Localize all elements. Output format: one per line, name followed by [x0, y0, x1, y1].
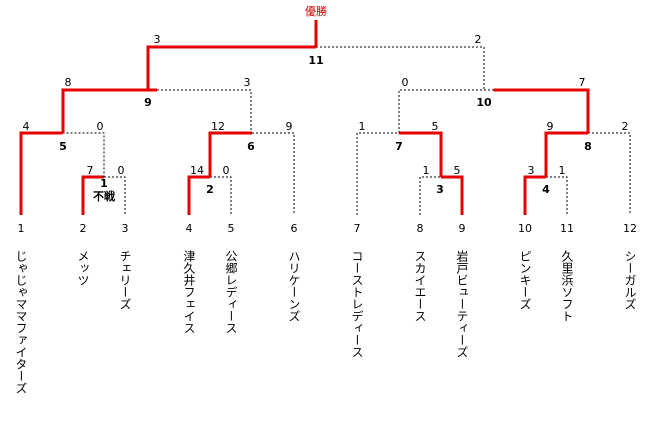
seed-number: 1: [18, 222, 25, 235]
seed-number: 12: [623, 222, 637, 235]
match-11-lines-winner: [146, 45, 316, 90]
match-5-right-score: 0: [97, 120, 104, 133]
match-2-lines-loser: [210, 176, 232, 215]
match-1-lines-loser: [104, 176, 126, 215]
match-1-right-score: 0: [118, 164, 125, 177]
seed-number: 8: [417, 222, 424, 235]
seed-number: 5: [228, 222, 235, 235]
match-1-lines-winner: [81, 175, 104, 215]
team-name-11: 久里浜ソフト: [560, 250, 574, 322]
team-name-8: スカイエース: [413, 250, 427, 322]
match-7-left-score: 1: [359, 120, 366, 133]
team-name-7: コーストレディース: [350, 250, 364, 358]
champion-label: 優勝: [305, 4, 327, 18]
match-4-number: 4: [542, 183, 550, 196]
seed-number: 3: [122, 222, 129, 235]
match-7-lines-winner: [399, 131, 443, 177]
team-name-6: ハリケーンズ: [287, 250, 301, 322]
seed-number: 10: [518, 222, 532, 235]
match-2-number: 2: [206, 183, 214, 196]
seed-number: 11: [560, 222, 574, 235]
match-2-left-score: 14: [190, 164, 204, 177]
match-7-number: 7: [395, 140, 403, 153]
match-8-left-score: 9: [547, 120, 554, 133]
match-8-right-score: 2: [622, 120, 629, 133]
match-1-number: 1: [100, 177, 108, 190]
match-11-left-score: 3: [154, 33, 161, 46]
match-9-number: 9: [144, 96, 152, 109]
match-8-lines-loser: [588, 132, 631, 215]
match-3-lines-loser: [419, 176, 441, 215]
bracket-lines: [19, 20, 631, 215]
seed-number: 4: [186, 222, 193, 235]
team-name-12: シーガルズ: [623, 250, 637, 310]
match-10-lines-loser: [398, 89, 494, 133]
seed-number: 6: [291, 222, 298, 235]
match-9-lines-loser: [157, 89, 252, 133]
match-3-right-score: 5: [454, 164, 461, 177]
seed-number: 7: [354, 222, 361, 235]
match-6-lines-winner: [208, 131, 252, 177]
match-9-lines-winner: [61, 88, 157, 133]
team-name-1: じゃじゃママファイターズ: [14, 250, 28, 394]
match-6-number: 6: [247, 140, 255, 153]
team-name-2: メッツ: [76, 250, 90, 286]
match-3-number: 3: [436, 183, 444, 196]
team-name-9: 岩戸ビューティーズ: [455, 250, 469, 358]
match-11-number: 11: [308, 54, 323, 67]
match-8-number: 8: [584, 140, 592, 153]
match-6-right-score: 9: [286, 120, 293, 133]
team-name-3: チェリーズ: [118, 250, 132, 310]
match-10-number: 10: [476, 96, 492, 109]
match-5-left-score: 4: [23, 120, 30, 133]
match-5-number: 5: [59, 140, 67, 153]
match-10-lines-winner: [493, 88, 590, 133]
match-1-forfeit-note: 不戦: [93, 189, 116, 203]
bracket-labels: 優勝 3 2 11 8 3 9 0 7 10 4 0 5 12 9 6 1 5 …: [18, 4, 638, 235]
match-7-lines-loser: [356, 132, 399, 215]
match-3-left-score: 1: [423, 164, 430, 177]
match-8-lines-winner: [544, 131, 588, 177]
team-name-4: 津久井フェイス: [182, 250, 196, 334]
match-11-lines-loser: [316, 46, 485, 90]
match-10-left-score: 0: [402, 76, 409, 89]
match-7-right-score: 5: [432, 120, 439, 133]
match-4-right-score: 1: [559, 164, 566, 177]
match-10-right-score: 7: [579, 76, 586, 89]
match-3-lines-winner: [441, 175, 464, 215]
team-name-10: ピンキーズ: [518, 250, 532, 310]
match-5-lines-winner: [19, 131, 63, 215]
match-9-left-score: 8: [65, 76, 72, 89]
match-2-lines-winner: [187, 175, 210, 215]
match-5-lines-loser: [62, 132, 105, 177]
team-name-5: 公郷レディース: [224, 250, 238, 334]
seed-number: 9: [459, 222, 466, 235]
match-6-lines-loser: [252, 132, 295, 215]
seed-number: 2: [80, 222, 87, 235]
match-4-lines-winner: [523, 175, 546, 215]
match-9-right-score: 3: [244, 76, 251, 89]
match-2-right-score: 0: [223, 164, 230, 177]
match-4-left-score: 3: [528, 164, 535, 177]
match-6-left-score: 12: [211, 120, 225, 133]
match-4-lines-loser: [546, 176, 568, 215]
match-1-left-score: 7: [87, 164, 94, 177]
match-11-right-score: 2: [475, 33, 482, 46]
